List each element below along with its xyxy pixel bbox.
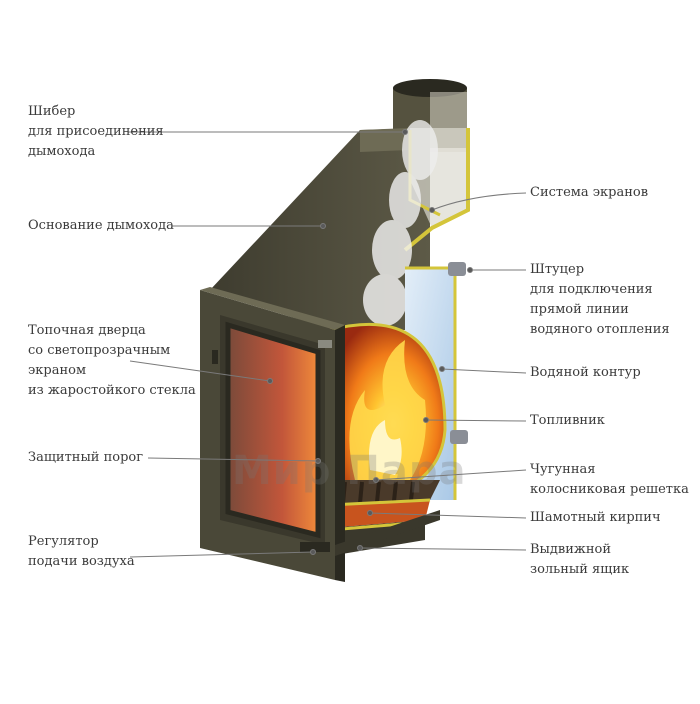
label-firebox: Топливник — [530, 411, 605, 431]
label-line: дымохода — [28, 144, 96, 159]
label-firebrick: Шамотный кирпич — [530, 508, 661, 528]
label-line: для присоединения — [28, 124, 164, 139]
label-line: Система экранов — [530, 185, 649, 200]
label-line: Защитный порог — [28, 450, 144, 465]
firebrick — [329, 498, 431, 528]
label-ash-drawer: Выдвижной зольный ящик — [530, 540, 629, 580]
smoke — [363, 120, 438, 326]
door-glass — [228, 325, 318, 535]
front-frame — [200, 287, 440, 582]
watermark: Мир Пара — [232, 448, 467, 494]
label-line: Топливник — [530, 413, 605, 428]
fitting-top — [448, 262, 466, 276]
air-regulator — [300, 542, 330, 552]
label-line: прямой линии — [530, 302, 629, 317]
label-line: подачи воздуха — [28, 554, 135, 569]
label-air-regulator: Регулятор подачи воздуха — [28, 532, 135, 572]
label-line: экраном — [28, 363, 87, 378]
label-chimney-base: Основание дымохода — [28, 216, 174, 236]
label-line: Регулятор — [28, 534, 99, 549]
label-cast-iron-grate: Чугунная колосниковая решетка — [530, 460, 689, 500]
label-screen-system: Система экранов — [530, 183, 648, 203]
label-line: для подключения — [530, 282, 653, 297]
leaders-right — [357, 192, 527, 551]
label-line: колосниковая решетка — [530, 482, 689, 497]
label-line: Основание дымохода — [28, 218, 174, 233]
label-fitting: Штуцер для подключения прямой линии водя… — [530, 260, 670, 340]
label-line: из жаростойкого стекла — [28, 383, 196, 398]
label-line: Шибер — [28, 104, 76, 119]
label-water-circuit: Водяной контур — [530, 363, 641, 383]
label-line: Водяной контур — [530, 365, 641, 380]
door-handle — [318, 340, 332, 348]
label-protective-threshold: Защитный порог — [28, 448, 143, 468]
leaders-left — [128, 129, 408, 558]
grate — [330, 480, 440, 505]
fitting-bottom — [450, 430, 468, 444]
firebox — [329, 322, 447, 507]
label-line: Шамотный кирпич — [530, 510, 661, 525]
label-firebox-door: Топочная дверца со светопрозрачным экран… — [28, 321, 196, 401]
label-line: зольный ящик — [530, 562, 630, 577]
label-line: водяного отопления — [530, 322, 670, 337]
door-hinge — [212, 350, 218, 364]
label-damper: Шибер для присоединения дымохода — [28, 102, 164, 162]
label-line: Чугунная — [530, 462, 596, 477]
label-line: Штуцер — [530, 262, 585, 277]
label-line: Топочная дверца — [28, 323, 146, 338]
label-line: Выдвижной — [530, 542, 612, 557]
label-line: со светопрозрачным — [28, 343, 171, 358]
